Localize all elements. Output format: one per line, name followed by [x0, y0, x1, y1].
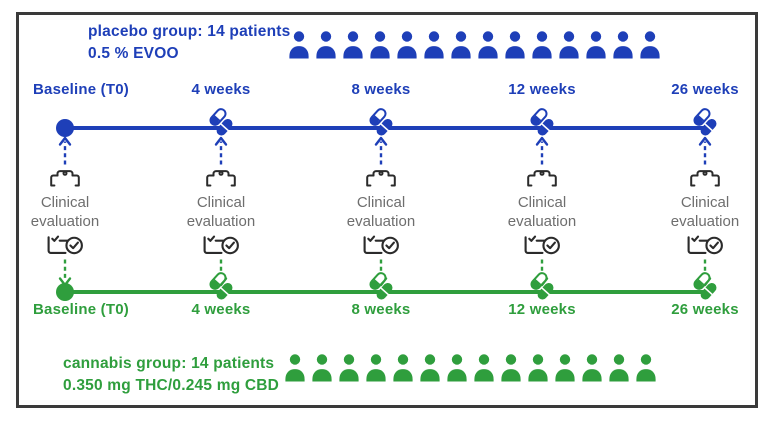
cannabis-group-title: cannabis group: 14 patients	[63, 355, 275, 372]
cannabis-timepoint-marker	[48, 275, 82, 309]
pills-icon	[693, 108, 717, 136]
person-icon	[532, 31, 552, 59]
person-icon	[451, 31, 471, 59]
person-icon	[397, 31, 417, 59]
timepoint-column: 26 weeks Clinical evaluation	[625, 15, 768, 405]
dashed-arrow-up-icon	[535, 136, 549, 165]
cannabis-timepoint-marker	[688, 269, 722, 303]
person-icon	[393, 354, 413, 382]
person-icon	[586, 31, 606, 59]
checklist-check-icon	[363, 235, 399, 255]
placebo-group-dose: 0.5 % EVOO	[88, 45, 179, 62]
clinical-evaluation-label: Clinical evaluation	[346, 194, 416, 230]
dashed-arrow-up-icon	[374, 136, 388, 165]
person-icon	[613, 31, 633, 59]
clinical-evaluation-label: Clinical evaluation	[186, 194, 256, 230]
person-icon	[285, 354, 305, 382]
person-icon	[609, 354, 629, 382]
placebo-timepoint-marker	[48, 111, 82, 145]
cannabis-patients-row	[283, 352, 658, 383]
placebo-group-text: placebo group: 14 patients 0.5 % EVOO	[88, 21, 290, 65]
dashed-arrow-up-icon	[698, 136, 712, 165]
pills-icon	[693, 272, 717, 300]
person-icon	[474, 354, 494, 382]
checklist-check-icon	[524, 235, 560, 255]
cannabis-group-dose: 0.350 mg THC/0.245 mg CBD	[63, 377, 280, 394]
timeline-start-dot	[56, 119, 74, 137]
dashed-arrow-up-icon	[214, 136, 228, 165]
dashed-arrow-up-icon	[58, 136, 72, 165]
pills-icon	[209, 108, 233, 136]
diagram-frame: placebo group: 14 patients 0.5 % EVOO	[16, 12, 758, 408]
placebo-patients-row	[287, 29, 662, 60]
clinical-evaluation-label: Clinical evaluation	[507, 194, 577, 230]
pills-icon	[369, 272, 393, 300]
timepoint-label-cannabis: Baseline (T0)	[33, 301, 129, 318]
timepoint-label-cannabis: 8 weeks	[351, 301, 411, 318]
clinical-evaluation-label: Clinical evaluation	[30, 194, 100, 230]
person-icon	[528, 354, 548, 382]
timepoint-label-placebo: 8 weeks	[351, 81, 411, 98]
timepoint-column: Baseline (T0) Clinical evaluation	[0, 15, 145, 405]
clipboard-icon	[690, 170, 720, 187]
timepoint-column: 4 weeks Clinical evaluation	[141, 15, 301, 405]
cannabis-timepoint-marker	[204, 269, 238, 303]
checklist-check-icon	[687, 235, 723, 255]
person-icon	[339, 354, 359, 382]
person-icon	[555, 354, 575, 382]
person-icon	[636, 354, 656, 382]
timepoint-label-cannabis: 4 weeks	[191, 301, 251, 318]
placebo-timepoint-marker	[204, 105, 238, 139]
timepoint-label-cannabis: 12 weeks	[508, 301, 576, 318]
timeline-start-dot	[56, 283, 74, 301]
timepoint-label-placebo: Baseline (T0)	[33, 81, 129, 98]
cannabis-timepoint-marker	[364, 269, 398, 303]
placebo-timepoint-marker	[364, 105, 398, 139]
timepoint-column: 12 weeks Clinical evaluation	[462, 15, 622, 405]
person-icon	[370, 31, 390, 59]
checklist-check-icon	[203, 235, 239, 255]
person-icon	[366, 354, 386, 382]
person-icon	[316, 31, 336, 59]
placebo-timepoint-marker	[525, 105, 559, 139]
person-icon	[447, 354, 467, 382]
person-icon	[289, 31, 309, 59]
cannabis-group-text: cannabis group: 14 patients 0.350 mg THC…	[63, 353, 279, 397]
timepoint-column: 8 weeks Clinical evaluation	[301, 15, 461, 405]
person-icon	[478, 31, 498, 59]
placebo-group-title: placebo group: 14 patients	[88, 23, 291, 40]
person-icon	[505, 31, 525, 59]
person-icon	[582, 354, 602, 382]
cannabis-timepoint-marker	[525, 269, 559, 303]
person-icon	[559, 31, 579, 59]
person-icon	[312, 354, 332, 382]
clipboard-icon	[366, 170, 396, 187]
timepoint-label-cannabis: 26 weeks	[671, 301, 739, 318]
pills-icon	[209, 272, 233, 300]
timepoint-label-placebo: 12 weeks	[508, 81, 576, 98]
placebo-timepoint-marker	[688, 105, 722, 139]
checklist-check-icon	[47, 235, 83, 255]
person-icon	[501, 354, 521, 382]
person-icon	[343, 31, 363, 59]
person-icon	[420, 354, 440, 382]
clipboard-icon	[527, 170, 557, 187]
timepoint-label-placebo: 4 weeks	[191, 81, 251, 98]
pills-icon	[369, 108, 393, 136]
person-icon	[424, 31, 444, 59]
pills-icon	[530, 108, 554, 136]
person-icon	[640, 31, 660, 59]
timepoint-label-placebo: 26 weeks	[671, 81, 739, 98]
clipboard-icon	[50, 170, 80, 187]
pills-icon	[530, 272, 554, 300]
clinical-evaluation-label: Clinical evaluation	[670, 194, 740, 230]
clipboard-icon	[206, 170, 236, 187]
study-timeline-diagram: placebo group: 14 patients 0.5 % EVOO	[19, 15, 755, 405]
